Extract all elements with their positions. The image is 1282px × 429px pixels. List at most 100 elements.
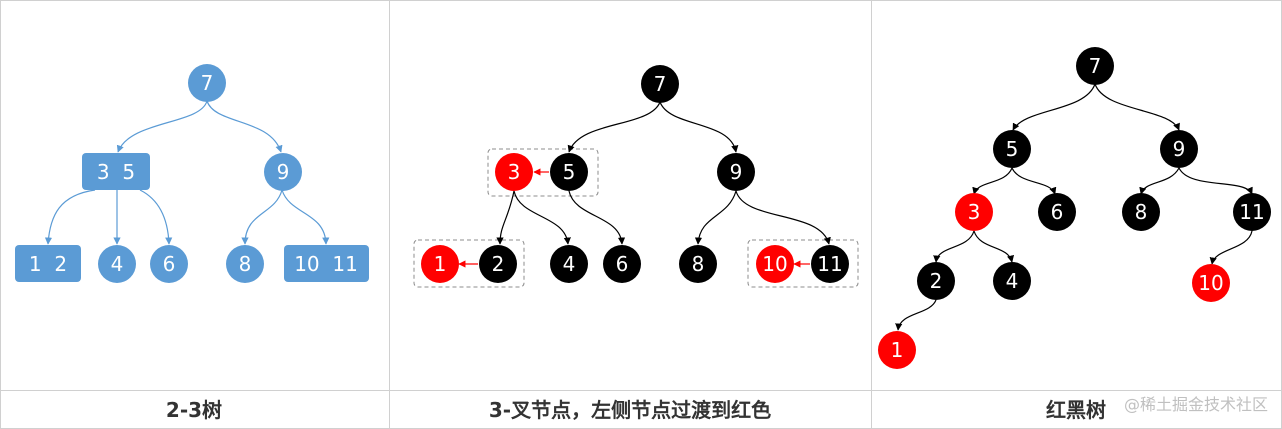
group-box-1-2 bbox=[413, 239, 525, 288]
split-node-9-label: 9 bbox=[730, 160, 743, 184]
rb-node-2 bbox=[917, 262, 955, 300]
edge-9-8 bbox=[241, 189, 283, 245]
edge-7-5 bbox=[1012, 83, 1096, 131]
rb-node-3 bbox=[955, 193, 993, 231]
split-red-links bbox=[458, 168, 810, 268]
rb-edges bbox=[895, 83, 1253, 331]
tree23-node-8-label: 8 bbox=[239, 252, 252, 276]
split-node-2 bbox=[479, 245, 517, 283]
edge-3-2 bbox=[933, 230, 975, 263]
rb-node-11 bbox=[1233, 193, 1271, 231]
edge-7-9 bbox=[206, 100, 283, 153]
split-node-7 bbox=[641, 65, 679, 103]
tree23-node-7 bbox=[188, 64, 226, 102]
split-node-1-label: 1 bbox=[434, 252, 447, 276]
split-node-1 bbox=[421, 245, 459, 283]
edge-3-4 bbox=[973, 230, 1015, 263]
tree23-edges bbox=[44, 100, 330, 245]
rb-node-7-label: 7 bbox=[1089, 54, 1102, 78]
caption-two-three-tree: 2-3树 bbox=[166, 398, 222, 422]
split-node-2-label: 2 bbox=[492, 252, 505, 276]
captions: 2-3树 3-叉节点，左侧节点过渡到红色 红黑树 bbox=[166, 398, 1106, 422]
tree23-node-9 bbox=[264, 153, 302, 191]
panel-red-black-tree: 7 5 9 3 6 8 11 2 4 10 1 bbox=[878, 47, 1271, 369]
rb-node-1-label: 1 bbox=[891, 338, 904, 362]
rb-node-4-label: 4 bbox=[1006, 269, 1019, 293]
tree23-node-6-label: 6 bbox=[163, 252, 176, 276]
edge-35-12 bbox=[44, 189, 96, 245]
rb-node-5-label: 5 bbox=[1006, 137, 1019, 161]
tree23-node-8 bbox=[226, 245, 264, 283]
edge-9-8 bbox=[1139, 167, 1180, 195]
group-box-3-5 bbox=[487, 148, 599, 197]
edge-7-9 bbox=[659, 101, 739, 153]
tree23-node-6 bbox=[150, 245, 188, 283]
split-node-6 bbox=[603, 245, 641, 283]
edge-9-8 bbox=[694, 190, 737, 245]
tree23-node-4-label: 4 bbox=[111, 252, 124, 276]
caption-red-black-tree: 红黑树 bbox=[1046, 398, 1106, 422]
split-node-4-label: 4 bbox=[563, 252, 576, 276]
edge-9-11 bbox=[1178, 167, 1253, 195]
rb-node-10 bbox=[1192, 264, 1230, 302]
split-node-11 bbox=[811, 245, 849, 283]
rb-node-7 bbox=[1076, 47, 1114, 85]
panel-three-node-split: 7 3 5 9 1 2 4 6 8 10 11 bbox=[413, 65, 859, 288]
edge-2-1 bbox=[895, 299, 937, 331]
split-node-8 bbox=[679, 245, 717, 283]
tree23-node-35 bbox=[82, 153, 150, 190]
edge-11-10 bbox=[1209, 230, 1253, 265]
split-node-5 bbox=[550, 153, 588, 191]
edge-7-5 bbox=[567, 101, 661, 153]
tree23-node-1011-label: 10 11 bbox=[294, 252, 358, 276]
tree23-node-9-label: 9 bbox=[277, 160, 290, 184]
tree23-node-1011 bbox=[284, 245, 369, 282]
rb-node-6 bbox=[1038, 193, 1076, 231]
rb-node-1 bbox=[878, 331, 916, 369]
edge-3-2 bbox=[496, 190, 515, 245]
edge-5-6 bbox=[1011, 167, 1057, 195]
edge-35-6 bbox=[139, 189, 173, 245]
rb-node-3-label: 3 bbox=[968, 200, 981, 224]
panel-two-three-tree: 7 3 5 9 1 2 4 6 8 10 11 bbox=[15, 64, 369, 283]
split-node-10-label: 10 bbox=[762, 252, 787, 276]
group-box-10-11 bbox=[747, 239, 859, 288]
tree23-node-35-label: 3 5 bbox=[97, 160, 135, 184]
caption-three-node-split: 3-叉节点，左侧节点过渡到红色 bbox=[489, 398, 771, 422]
tree23-node-7-label: 7 bbox=[201, 71, 214, 95]
split-node-9 bbox=[717, 153, 755, 191]
tree23-node-4 bbox=[98, 245, 136, 283]
split-node-5-label: 5 bbox=[563, 160, 576, 184]
split-group-boxes bbox=[413, 148, 859, 288]
rb-node-2-label: 2 bbox=[930, 269, 943, 293]
edge-7-35 bbox=[116, 100, 208, 153]
edge-7-9 bbox=[1094, 83, 1180, 131]
split-node-3-label: 3 bbox=[508, 160, 521, 184]
split-node-7-label: 7 bbox=[654, 72, 667, 96]
edge-9-1011 bbox=[281, 189, 330, 245]
split-node-11-label: 11 bbox=[817, 252, 842, 276]
rb-node-4 bbox=[993, 262, 1031, 300]
rb-node-9 bbox=[1160, 130, 1198, 168]
tree23-node-12-label: 1 2 bbox=[29, 252, 67, 276]
edge-5-6 bbox=[568, 190, 626, 245]
rb-node-5 bbox=[993, 130, 1031, 168]
split-node-4 bbox=[550, 245, 588, 283]
split-edges bbox=[496, 101, 831, 245]
rb-node-8 bbox=[1122, 193, 1160, 231]
rb-node-11-label: 11 bbox=[1239, 200, 1264, 224]
tree23-node-12 bbox=[15, 245, 81, 282]
rb-node-10-label: 10 bbox=[1198, 271, 1223, 295]
rb-node-6-label: 6 bbox=[1051, 200, 1064, 224]
rb-node-9-label: 9 bbox=[1173, 137, 1186, 161]
edge-9-11 bbox=[735, 190, 831, 245]
rb-node-8-label: 8 bbox=[1135, 200, 1148, 224]
edge-3-4 bbox=[513, 190, 571, 245]
edge-5-3 bbox=[972, 167, 1013, 195]
split-node-10 bbox=[756, 245, 794, 283]
split-node-8-label: 8 bbox=[692, 252, 705, 276]
split-node-6-label: 6 bbox=[616, 252, 629, 276]
watermark: @稀土掘金技术社区 bbox=[1124, 395, 1268, 414]
split-node-3 bbox=[495, 153, 533, 191]
